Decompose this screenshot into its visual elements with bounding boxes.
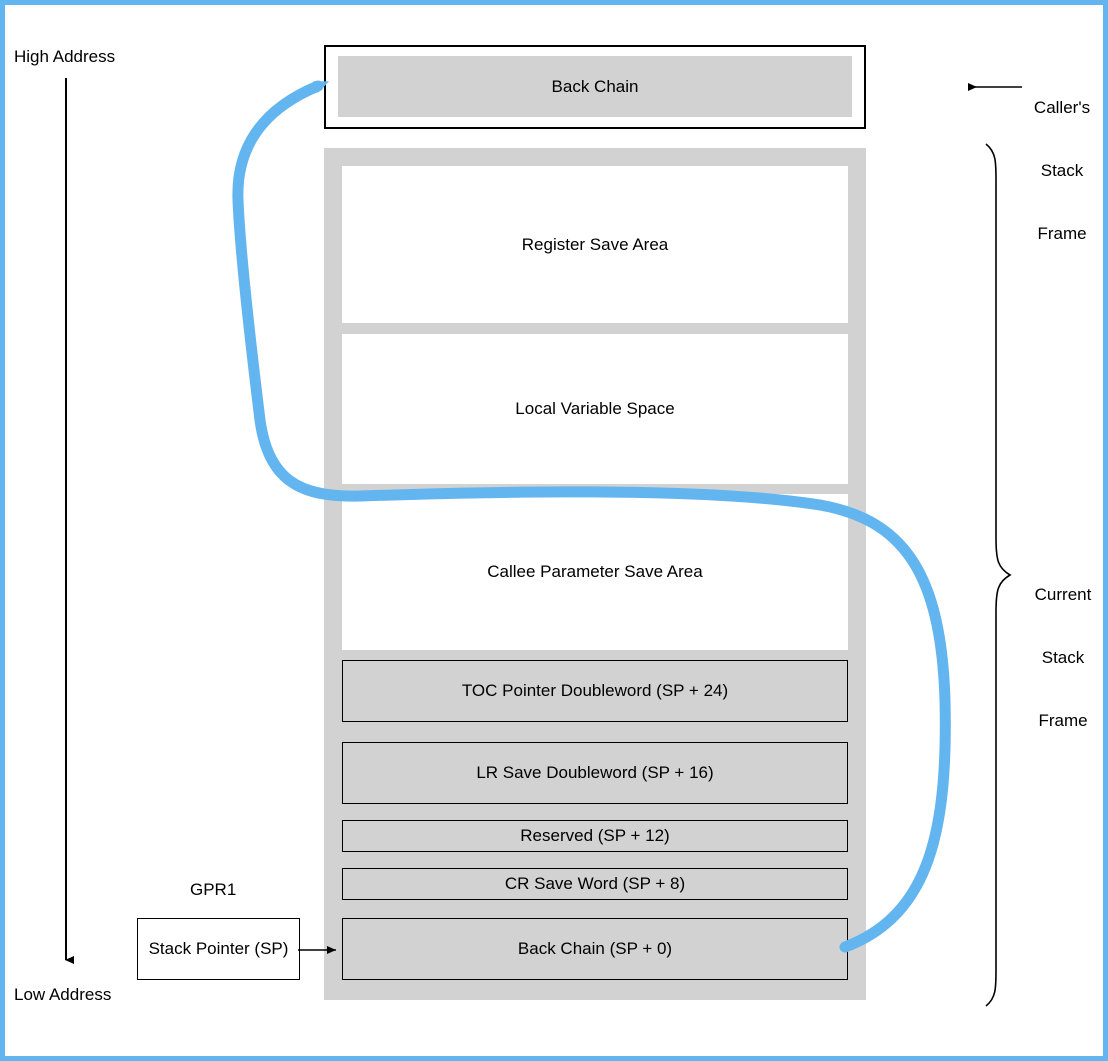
region-callee-parameter-save-area: Callee Parameter Save Area [342, 494, 848, 650]
callers-frame-arrow-icon [968, 83, 1022, 91]
region-lr-save-doubleword: LR Save Doubleword (SP + 16) [342, 742, 848, 804]
low-address-label: Low Address [14, 985, 112, 1004]
stack-pointer-arrow-icon [298, 946, 336, 954]
region-reserved: Reserved (SP + 12) [342, 820, 848, 852]
caller-back-chain-cell: Back Chain [338, 56, 852, 117]
caller-back-chain-label: Back Chain [551, 76, 639, 96]
callers-annotation-line-1: Caller's [1033, 98, 1091, 117]
callers-annotation-line-2: Stack [1040, 161, 1084, 180]
region-label: Local Variable Space [515, 399, 675, 418]
current-stack-frame-annotation: Current Stack Frame [1020, 542, 1106, 773]
region-label: Reserved (SP + 12) [520, 826, 670, 845]
stack-pointer-label: Stack Pointer (SP) [148, 939, 289, 958]
region-label: Register Save Area [521, 234, 669, 254]
region-label: CR Save Word (SP + 8) [504, 874, 686, 893]
current-annotation-line-3: Frame [1038, 711, 1088, 730]
callers-stack-frame-annotation: Caller's Stack Frame [1022, 55, 1102, 286]
region-cr-save-word: CR Save Word (SP + 8) [342, 868, 848, 900]
callers-annotation-line-3: Frame [1037, 224, 1087, 243]
region-label: TOC Pointer Doubleword (SP + 24) [461, 681, 729, 700]
high-address-label: High Address [14, 47, 116, 66]
region-back-chain-sp0: Back Chain (SP + 0) [342, 918, 848, 980]
current-frame-brace-icon [985, 143, 1012, 1007]
current-stack-frame-container: Register Save Area Local Variable Space … [324, 148, 866, 1000]
region-local-variable-space: Local Variable Space [342, 334, 848, 484]
current-annotation-line-2: Stack [1041, 648, 1085, 667]
region-label: Back Chain (SP + 0) [517, 939, 673, 958]
address-direction-arrow [65, 78, 74, 964]
region-register-save-area: Register Save Area [342, 166, 848, 323]
gpr1-register-label: GPR1 [190, 880, 237, 899]
current-annotation-line-1: Current [1034, 585, 1092, 604]
region-toc-pointer-doubleword: TOC Pointer Doubleword (SP + 24) [342, 660, 848, 722]
region-label: LR Save Doubleword (SP + 16) [476, 763, 714, 782]
stack-pointer-box: Stack Pointer (SP) [137, 918, 300, 980]
region-label: Callee Parameter Save Area [487, 562, 703, 581]
